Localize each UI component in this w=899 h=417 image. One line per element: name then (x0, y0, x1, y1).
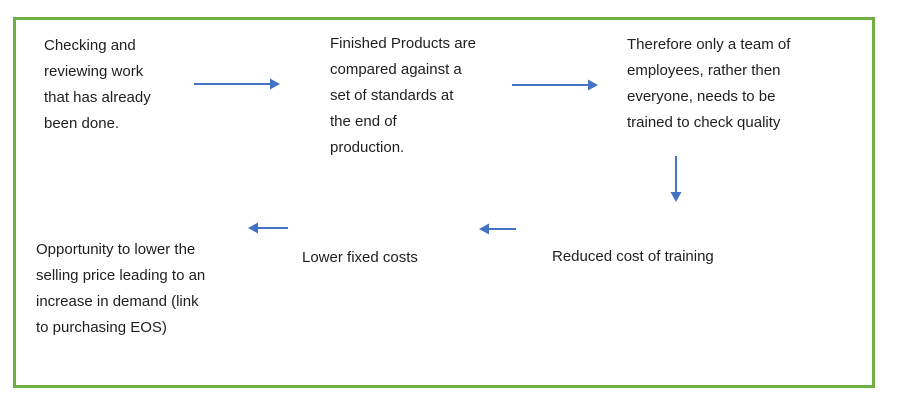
node-lower-fixed-costs: Lower fixed costs (302, 249, 418, 266)
arrow-down-icon (669, 156, 683, 202)
node-team-training: Therefore only a team of employees, rath… (627, 36, 791, 131)
node-finished-products-standards: Finished Products are compared against a… (330, 35, 476, 156)
arrow-left-2-icon (248, 222, 288, 234)
arrow-left-1-icon (479, 223, 516, 235)
node-reduced-training-cost: Reduced cost of training (552, 248, 714, 265)
arrow-right-2-icon (512, 79, 598, 91)
diagram-frame-border (13, 17, 875, 388)
arrow-right-1-icon (194, 78, 280, 90)
node-quality-control-definition: Checking and reviewing work that has alr… (44, 37, 151, 132)
node-lower-selling-price: Opportunity to lower the selling price l… (36, 241, 206, 336)
